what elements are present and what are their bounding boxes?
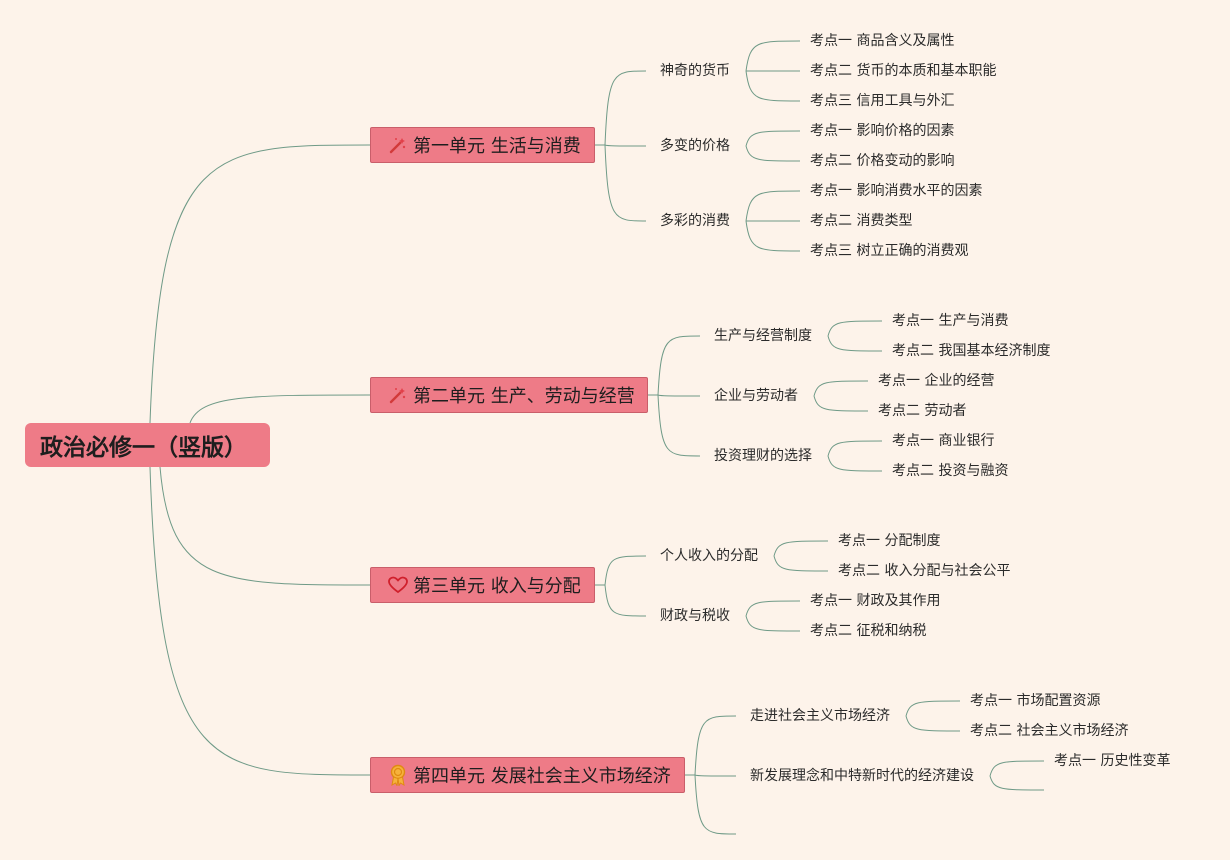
point-node[interactable]: 考点一 企业的经营 bbox=[878, 373, 995, 389]
topic-node[interactable]: 个人收入的分配 bbox=[660, 548, 758, 564]
topic-node[interactable]: 神奇的货币 bbox=[660, 63, 730, 79]
unit-node-2[interactable]: 第二单元 生产、劳动与经营 bbox=[370, 377, 648, 413]
connector-line bbox=[694, 715, 737, 776]
point-node[interactable]: 考点二 价格变动的影响 bbox=[810, 153, 955, 169]
unit-label: 第二单元 生产、劳动与经营 bbox=[413, 386, 635, 407]
point-node[interactable]: 考点二 社会主义市场经济 bbox=[970, 723, 1129, 739]
topic-node[interactable]: 企业与劳动者 bbox=[714, 388, 798, 404]
connector-line bbox=[604, 144, 647, 222]
topic-node[interactable]: 多彩的消费 bbox=[660, 213, 730, 229]
connector-line bbox=[745, 130, 801, 147]
connector-line bbox=[657, 394, 701, 397]
point-node[interactable]: 考点一 商品含义及属性 bbox=[810, 33, 955, 49]
connector-line bbox=[905, 700, 961, 717]
connector-line bbox=[813, 380, 869, 397]
connector-line bbox=[745, 145, 801, 162]
unit-node-3[interactable]: 第三单元 收入与分配 bbox=[370, 567, 595, 603]
connector-line bbox=[745, 600, 801, 617]
point-node[interactable]: 考点二 征税和纳税 bbox=[810, 623, 927, 639]
topic-node[interactable]: 走进社会主义市场经济 bbox=[750, 708, 890, 724]
topic-node[interactable]: 投资理财的选择 bbox=[714, 448, 812, 464]
connector-line bbox=[773, 555, 829, 572]
connector-line bbox=[604, 144, 647, 147]
point-node[interactable]: 考点二 收入分配与社会公平 bbox=[838, 563, 1011, 579]
connector-line bbox=[745, 615, 801, 632]
connector-line bbox=[694, 774, 737, 777]
point-node[interactable]: 考点二 我国基本经济制度 bbox=[892, 343, 1051, 359]
connector-line bbox=[149, 466, 371, 776]
connector-line bbox=[773, 540, 829, 557]
connector-line bbox=[813, 395, 869, 412]
connector-line bbox=[604, 70, 647, 146]
topic-node[interactable]: 财政与税收 bbox=[660, 608, 730, 624]
topic-node[interactable]: 多变的价格 bbox=[660, 138, 730, 154]
connector-line bbox=[657, 394, 701, 457]
unit-label: 第三单元 收入与分配 bbox=[413, 576, 581, 597]
connector-line bbox=[827, 335, 883, 352]
root-node[interactable]: 政治必修一（竖版） bbox=[25, 423, 270, 467]
root-label: 政治必修一（竖版） bbox=[40, 435, 247, 461]
point-node[interactable]: 考点二 投资与融资 bbox=[892, 463, 1009, 479]
connector-line bbox=[694, 774, 737, 835]
point-node[interactable]: 考点一 分配制度 bbox=[838, 533, 941, 549]
connector-line bbox=[149, 144, 371, 424]
connector-line bbox=[827, 455, 883, 472]
connector-line bbox=[745, 70, 801, 102]
wand-sparkle-icon bbox=[387, 384, 409, 406]
point-node[interactable]: 考点一 生产与消费 bbox=[892, 313, 1009, 329]
point-node[interactable]: 考点一 商业银行 bbox=[892, 433, 995, 449]
topic-node[interactable]: 生产与经营制度 bbox=[714, 328, 812, 344]
heart-icon bbox=[387, 574, 409, 596]
point-node[interactable]: 考点二 劳动者 bbox=[878, 403, 967, 419]
connector-line bbox=[905, 715, 961, 732]
point-node[interactable]: 考点一 财政及其作用 bbox=[810, 593, 941, 609]
wand-sparkle-icon bbox=[387, 134, 409, 156]
unit-node-1[interactable]: 第一单元 生活与消费 bbox=[370, 127, 595, 163]
medal-icon bbox=[387, 764, 409, 786]
connector-line bbox=[159, 466, 371, 586]
connector-line bbox=[604, 555, 647, 586]
connector-line bbox=[745, 40, 801, 72]
connector-line bbox=[745, 220, 801, 252]
point-node[interactable]: 考点二 货币的本质和基本职能 bbox=[810, 63, 997, 79]
connector-line bbox=[189, 394, 371, 424]
unit-label: 第四单元 发展社会主义市场经济 bbox=[413, 766, 671, 787]
connector-line bbox=[657, 335, 701, 396]
connector-line bbox=[745, 190, 801, 222]
point-node[interactable]: 考点二 消费类型 bbox=[810, 213, 913, 229]
unit-label: 第一单元 生活与消费 bbox=[413, 136, 581, 157]
point-node[interactable]: 考点一 市场配置资源 bbox=[970, 693, 1101, 709]
point-node[interactable]: 考点一 历史性变革 bbox=[1054, 753, 1171, 769]
connector-line bbox=[989, 775, 1045, 791]
connector-line bbox=[989, 760, 1045, 777]
connector-line bbox=[827, 440, 883, 457]
point-node[interactable]: 考点一 影响消费水平的因素 bbox=[810, 183, 983, 199]
connector-line bbox=[604, 584, 647, 617]
connector-line bbox=[827, 320, 883, 337]
point-node[interactable]: 考点三 树立正确的消费观 bbox=[810, 243, 969, 259]
unit-node-4[interactable]: 第四单元 发展社会主义市场经济 bbox=[370, 757, 685, 793]
point-node[interactable]: 考点三 信用工具与外汇 bbox=[810, 93, 955, 109]
point-node[interactable]: 考点一 影响价格的因素 bbox=[810, 123, 955, 139]
topic-node[interactable]: 新发展理念和中特新时代的经济建设 bbox=[750, 768, 974, 784]
